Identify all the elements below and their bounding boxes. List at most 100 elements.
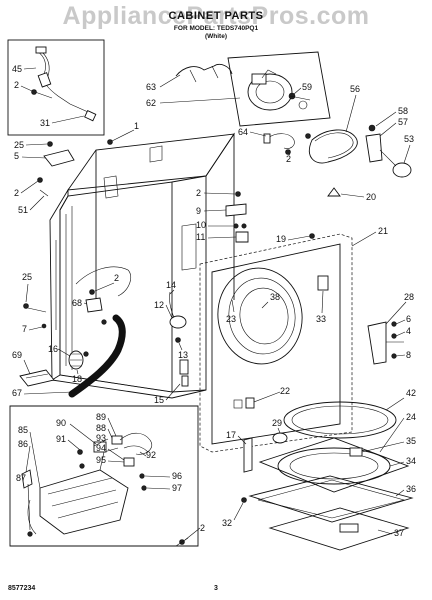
svg-text:94: 94 [96,443,106,453]
svg-text:87: 87 [16,473,26,483]
foot-20 [327,187,341,197]
svg-text:68: 68 [72,298,82,308]
svg-text:42: 42 [406,388,416,398]
svg-text:86: 86 [18,439,28,449]
diagram-title: CABINET PARTS [168,10,264,22]
svg-text:28: 28 [404,292,414,302]
svg-text:7: 7 [22,324,27,334]
svg-text:4: 4 [406,326,411,336]
callout-19: 19 [276,234,311,244]
callout-92: 92 [139,450,156,460]
svg-text:64: 64 [238,127,248,137]
base-assembly [241,401,414,551]
idler-assembly [365,124,412,178]
callout-10: 10 [196,220,234,230]
svg-text:23: 23 [226,314,236,324]
svg-text:37: 37 [394,528,404,538]
page-number: 3 [214,585,218,592]
callout-13: 13 [178,342,188,360]
svg-text:58: 58 [398,106,408,116]
callout-89: 89 [96,412,117,437]
callout-51: 51 [18,195,45,215]
callout-25-top: 25 [14,140,48,150]
callout-21: 21 [351,226,388,247]
callout-85: 85 [18,425,41,489]
callout-56: 56 [345,84,360,133]
callout-1: 1 [111,121,139,142]
callout-2-left: 2 [14,180,39,198]
callout-95: 95 [96,455,125,465]
callout-28: 28 [385,292,414,325]
svg-text:16: 16 [48,344,58,354]
callout-63: 63 [146,74,181,92]
svg-text:6: 6 [406,314,411,324]
svg-text:92: 92 [146,450,156,460]
svg-text:18: 18 [72,374,82,384]
callout-20: 20 [340,192,376,202]
callout-68: 68 [72,298,88,308]
callout-88: 88 [96,423,113,439]
svg-text:32: 32 [222,518,232,528]
svg-text:19: 19 [276,234,286,244]
svg-text:56: 56 [350,84,360,94]
motor-harness-64 [263,133,311,155]
callout-69: 69 [12,350,31,375]
front-panel-21 [199,233,353,453]
svg-text:62: 62 [146,98,156,108]
cabinet-body [49,132,235,399]
svg-text:2: 2 [14,188,19,198]
lower-left-parts [19,350,89,387]
svg-text:53: 53 [404,134,414,144]
callout-11: 11 [196,232,237,242]
svg-text:10: 10 [196,220,206,230]
svg-text:2: 2 [114,273,119,283]
callout-34: 34 [389,456,416,467]
callout-2-inset: 2 [14,80,33,92]
svg-text:34: 34 [406,456,416,466]
svg-text:93: 93 [96,433,106,443]
svg-text:51: 51 [18,205,28,215]
callout-90: 90 [56,418,97,445]
svg-text:69: 69 [12,350,22,360]
callout-42: 42 [385,388,416,411]
callout-2-inner: 2 [94,273,119,292]
svg-text:29: 29 [272,418,282,428]
callout-59: 59 [293,82,312,95]
callout-9: 9 [196,206,227,216]
callout-17: 17 [226,430,247,445]
svg-text:67: 67 [12,388,22,398]
svg-text:57: 57 [398,117,408,127]
right-bracket-28 [367,321,404,365]
svg-text:5: 5 [14,151,19,161]
callout-7: 7 [22,324,43,334]
callout-64: 64 [238,127,267,137]
callout-67: 67 [12,388,73,398]
svg-text:90: 90 [56,418,66,428]
svg-text:25: 25 [14,140,24,150]
svg-text:22: 22 [280,386,290,396]
callout-36: 36 [395,484,416,497]
callout-58: 58 [375,106,408,127]
watermark: AppliancePartsPros.com [62,2,370,30]
callout-18: 18 [72,369,82,384]
callout-31: 31 [40,115,85,128]
brackets-9-10-11 [225,191,249,243]
motor-inset-box [227,51,331,127]
callout-16: 16 [48,344,71,357]
callout-25-left: 25 [22,272,32,303]
svg-text:21: 21 [378,226,388,236]
callout-93: 93 [93,433,109,447]
callout-96: 96 [144,471,182,481]
svg-text:91: 91 [56,434,66,444]
svg-text:13: 13 [178,350,188,360]
callout-37: 37 [377,528,404,538]
svg-text:11: 11 [196,232,205,242]
svg-text:2: 2 [200,523,205,533]
svg-text:97: 97 [172,483,182,493]
svg-text:38: 38 [270,292,280,302]
callout-15: 15 [154,383,181,405]
callout-22: 22 [253,386,290,403]
svg-text:89: 89 [96,412,106,422]
callout-57: 57 [379,117,408,137]
